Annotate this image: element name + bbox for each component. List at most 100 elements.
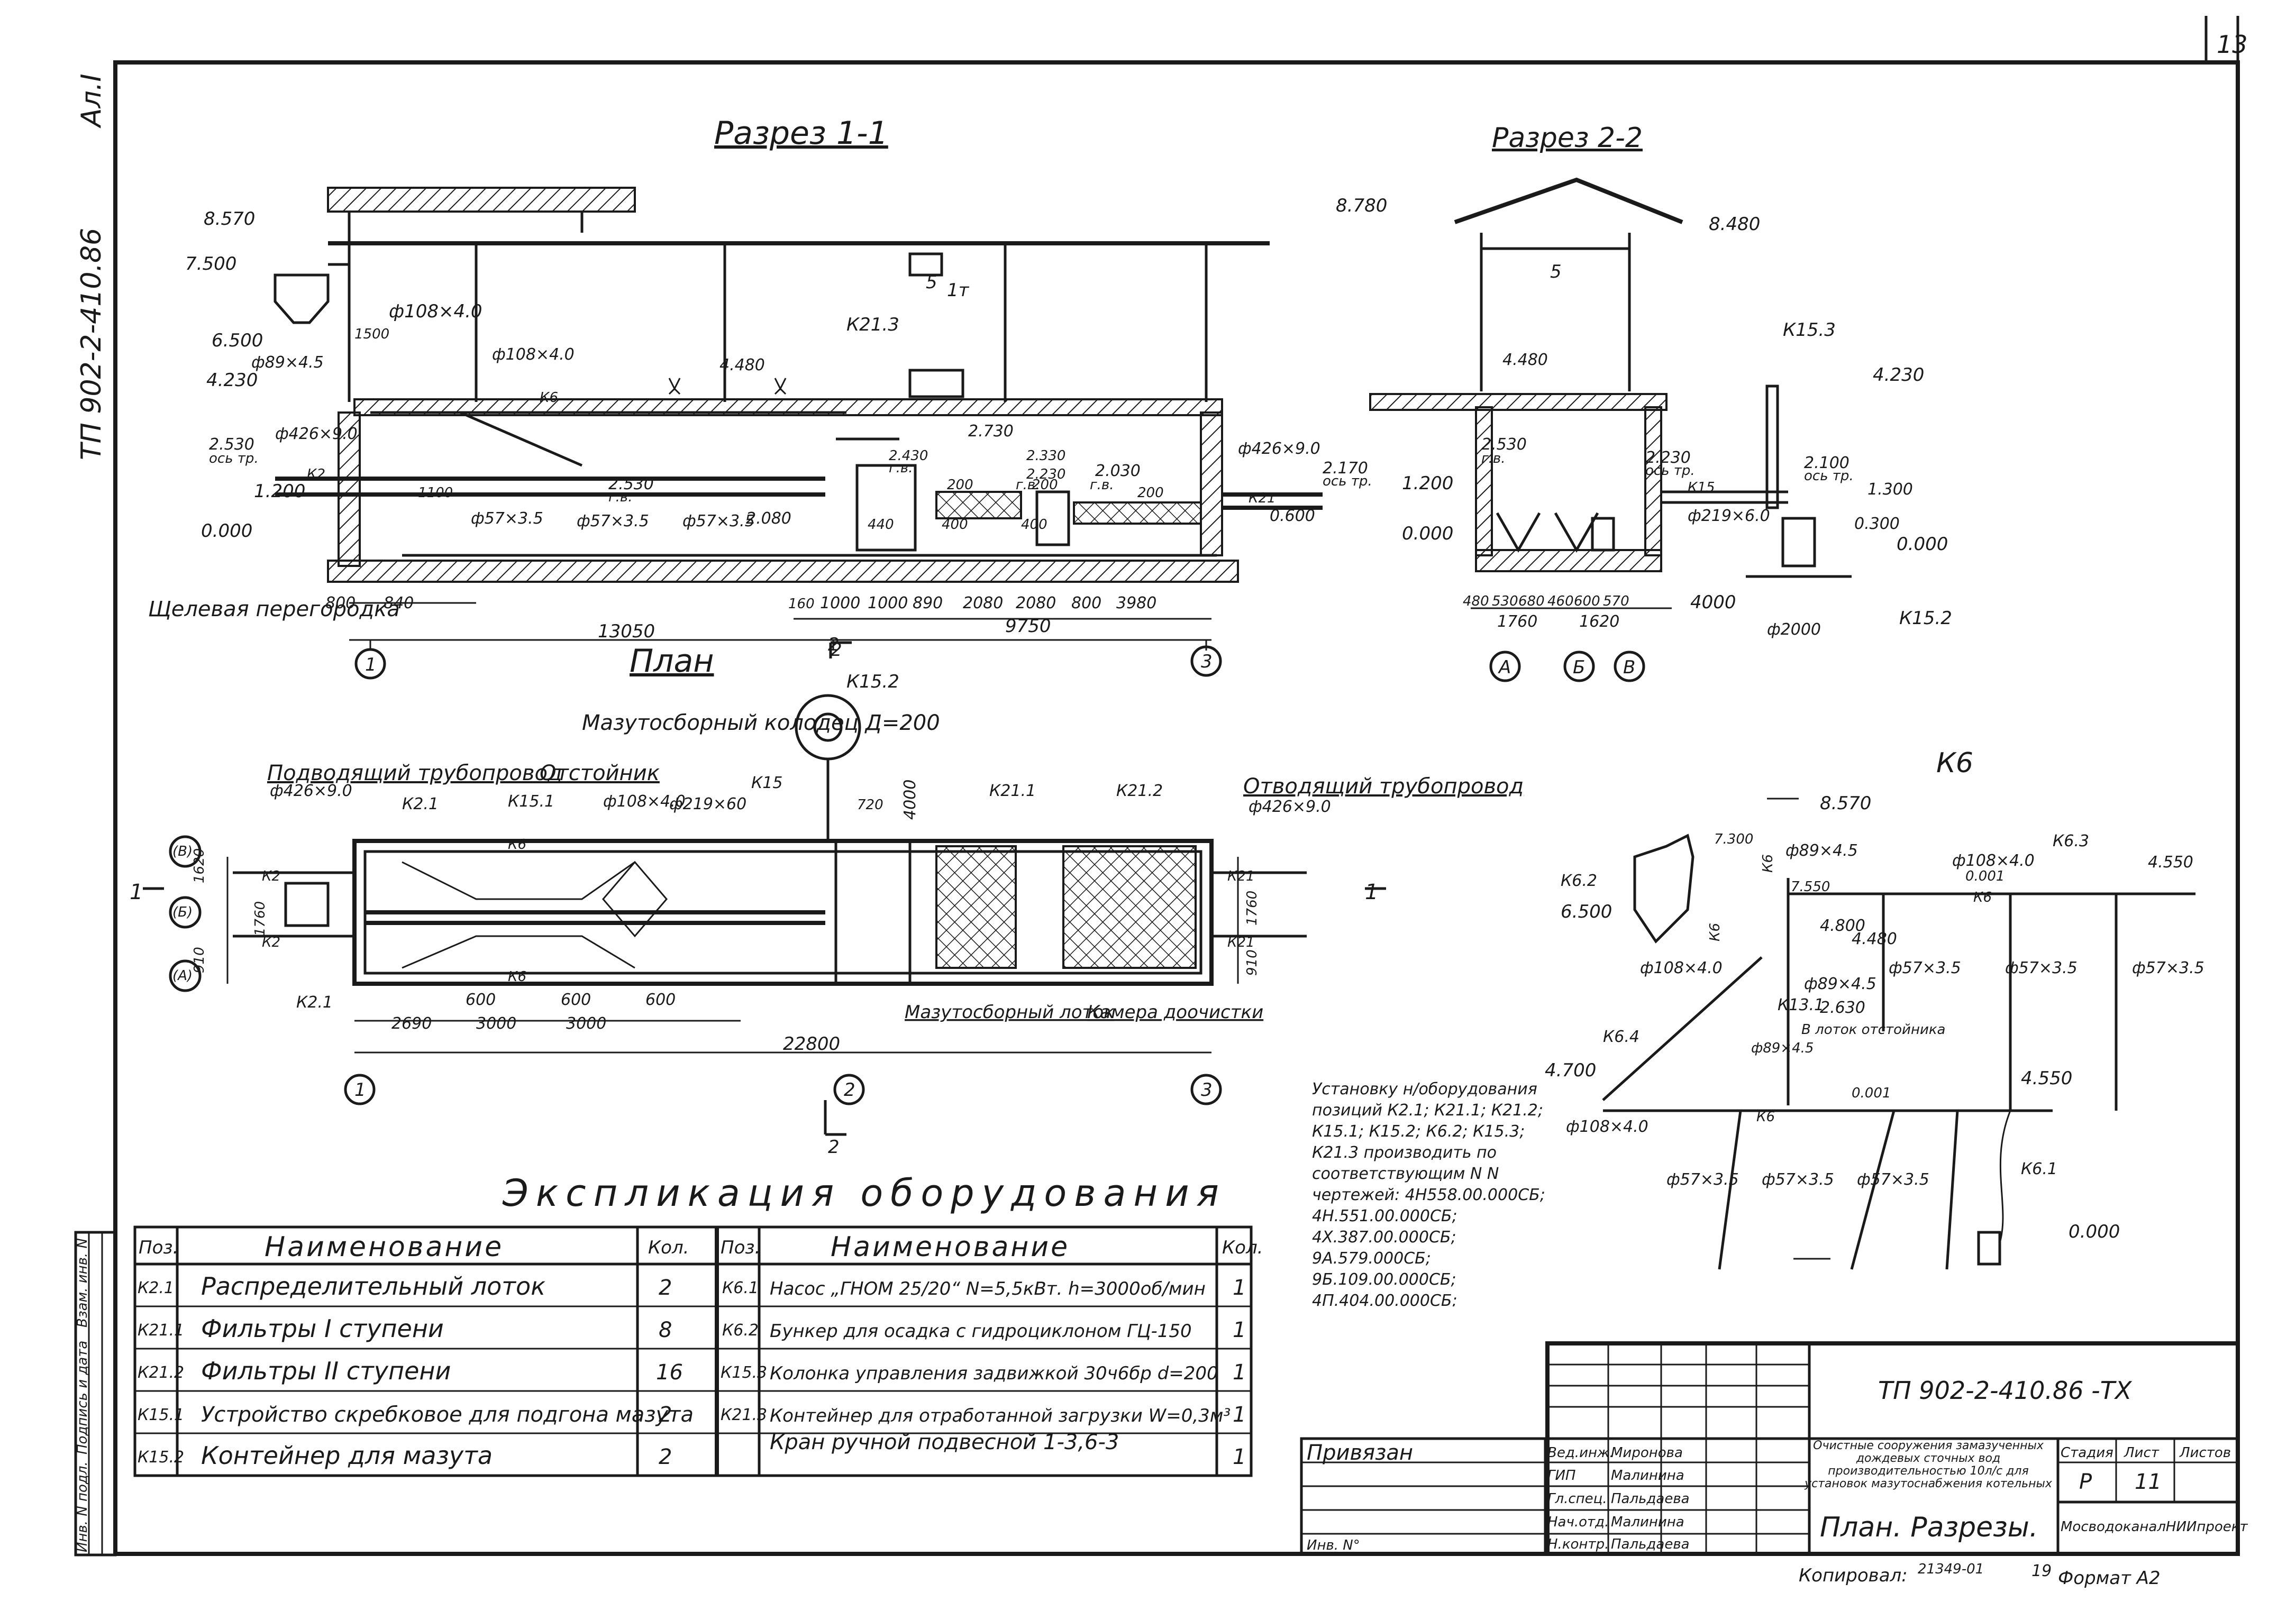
k6-level: 0.001 bbox=[1852, 1085, 1891, 1101]
lvl: 1.200 bbox=[1402, 473, 1453, 494]
page-number: 13 bbox=[2217, 30, 2248, 59]
dim: 570 bbox=[1603, 593, 1629, 609]
title-block-text: ТП 902-2-410.86 -ТХ Привязан Инв. N° Вед… bbox=[1307, 1376, 2248, 1589]
pipe: ф57×3.5 bbox=[682, 512, 755, 530]
table-header: Наименование bbox=[831, 1231, 1070, 1263]
k6-level: 8.570 bbox=[1820, 793, 1871, 814]
dim: 3980 bbox=[1116, 594, 1156, 612]
tag: 440 bbox=[868, 517, 894, 533]
axis-label: 3 bbox=[1201, 1079, 1213, 1101]
tag: 200 bbox=[1032, 477, 1058, 493]
explication-title: Экспликация оборудования bbox=[502, 1171, 1226, 1215]
lvl: 2.080 bbox=[746, 509, 791, 528]
k6-tag: В лоток отстойника bbox=[1801, 1022, 1945, 1038]
k6-level: 7.550 bbox=[1791, 879, 1830, 895]
dim: 13050 bbox=[598, 621, 655, 642]
plan-dim: 600 bbox=[645, 991, 676, 1009]
lvl: 1.300 bbox=[1867, 480, 1913, 499]
name: Миронова bbox=[1611, 1445, 1683, 1461]
plan-label: К15 bbox=[751, 774, 782, 792]
organization: МосводоканалНИИпроект bbox=[2061, 1519, 2248, 1535]
k6-labels: 8.570 7.300 7.550 4.800 4.480 2.630 6.50… bbox=[1545, 793, 2204, 1242]
role: Нач.отд. bbox=[1547, 1514, 1609, 1530]
row-qty: 1 bbox=[1233, 1360, 1246, 1385]
tag: ф2000 bbox=[1767, 620, 1821, 639]
drawing-title: План. Разрезы. bbox=[1820, 1512, 2038, 1543]
copied-num: 21349-01 bbox=[1918, 1561, 1984, 1577]
table-header: Наименование bbox=[265, 1231, 504, 1263]
tag: 200 bbox=[1137, 485, 1164, 501]
lvl: 0.000 bbox=[1897, 534, 1948, 555]
lvl: 1.200 bbox=[254, 481, 305, 502]
k6-tag: К6.2 bbox=[1561, 872, 1597, 890]
col-head: Стадия bbox=[2061, 1445, 2113, 1461]
plan-label: Мазутосборный колодец Д=200 bbox=[582, 711, 940, 735]
row-qty: 1 bbox=[1233, 1403, 1246, 1427]
k6-pipe: ф57×3.5 bbox=[1889, 959, 1961, 977]
stamp-label: Взам. инв. N bbox=[75, 1238, 90, 1328]
plan-label: Отводящий трубопровод bbox=[1243, 774, 1524, 799]
k6-tag: К6.3 bbox=[2053, 832, 2089, 850]
plan-label: ф426×9.0 bbox=[1249, 798, 1331, 816]
table-header: Поз. bbox=[721, 1237, 760, 1258]
row-name: Фильтры II ступени bbox=[201, 1357, 451, 1385]
install-note-box: Установку н/оборудования позиций К2.1; К… bbox=[1312, 1080, 1545, 1306]
plan-label: Камера доочистки bbox=[1087, 1002, 1263, 1023]
plan-label: К2 bbox=[262, 935, 280, 950]
section-1-1-drawing bbox=[274, 187, 1323, 680]
axis-label: (В) bbox=[172, 844, 193, 859]
plan-label: К15.2 bbox=[846, 671, 899, 692]
plan-dim: 910 bbox=[1244, 949, 1260, 976]
tag: К21 bbox=[1249, 490, 1276, 506]
row-qty: 8 bbox=[659, 1318, 672, 1342]
row-name: Бункер для осадка с гидроциклоном ГЦ-150 bbox=[770, 1321, 1192, 1342]
row-name: Колонка управления задвижкой 30ч6бр d=20… bbox=[770, 1363, 1218, 1384]
sheet-no: 11 bbox=[2135, 1470, 2162, 1494]
lvl: ось тр. bbox=[1323, 473, 1372, 489]
plan-dim: 1760 bbox=[1244, 891, 1260, 926]
stage: Р bbox=[2079, 1470, 2092, 1494]
k6-level: 2.630 bbox=[1820, 999, 1865, 1017]
name: Малинина bbox=[1611, 1514, 1684, 1530]
k6-level: 4.480 bbox=[1852, 930, 1897, 948]
dim: 2080 bbox=[1016, 594, 1056, 612]
row-pos: К21.3 bbox=[721, 1406, 767, 1424]
k6-pipe: ф108×4.0 bbox=[1952, 852, 2035, 870]
tag: 1т bbox=[947, 280, 970, 301]
dim: 890 bbox=[913, 594, 943, 612]
tag: 200 bbox=[947, 477, 973, 493]
lvl: 2.330 bbox=[1026, 448, 1065, 464]
section-2-2-drawing bbox=[1369, 177, 1852, 682]
bound-label: Привязан bbox=[1307, 1441, 1413, 1465]
plan-label: Подводящий трубопровод bbox=[267, 761, 562, 785]
plan-dim: 720 bbox=[857, 797, 883, 813]
plan-dim: 1620 bbox=[192, 848, 207, 883]
lvl: 4.230 bbox=[1873, 364, 1924, 386]
axis-label: 3 bbox=[1201, 651, 1213, 672]
row-pos: К15.3 bbox=[721, 1363, 767, 1382]
lvl: 4.480 bbox=[1502, 351, 1548, 369]
plan-label: К6 bbox=[508, 837, 526, 853]
dim: 4000 bbox=[1690, 592, 1736, 613]
plan-dim: 2690 bbox=[391, 1014, 432, 1033]
plan-label: К21 bbox=[1227, 935, 1255, 950]
lvl: 0.600 bbox=[1270, 507, 1315, 525]
name: Пальдаева bbox=[1611, 1491, 1690, 1507]
stamp-label: Подпись и дата bbox=[75, 1341, 90, 1454]
k6-pipe: ф89×4.5 bbox=[1751, 1040, 1814, 1056]
k6-pipe: ф89×4.5 bbox=[1785, 841, 1858, 860]
plan-label: ф108×4.0 bbox=[603, 792, 686, 811]
lvl: г.в. bbox=[889, 460, 913, 476]
dim: 800 bbox=[1071, 594, 1101, 612]
lvl: 2.530 bbox=[608, 475, 654, 493]
row-name: Кран ручной подвесной 1-3,6-3 bbox=[770, 1430, 1119, 1454]
k6-pipe: ф57×3.5 bbox=[2005, 959, 2078, 977]
dim: 840 bbox=[384, 594, 414, 612]
axis-label: А bbox=[1498, 657, 1511, 678]
side-stamp: Инв. N подл. Подпись и дата Взам. инв. N bbox=[74, 1231, 117, 1557]
row-name: Насос „ГНОМ 25/20“ N=5,5кВт. h=3000об/ми… bbox=[770, 1278, 1206, 1299]
lvl: г.в. bbox=[1481, 451, 1506, 466]
tag: 5 bbox=[1550, 261, 1562, 282]
pipe: ф426×9.0 bbox=[275, 425, 358, 443]
row-qty: 1 bbox=[1233, 1276, 1246, 1300]
